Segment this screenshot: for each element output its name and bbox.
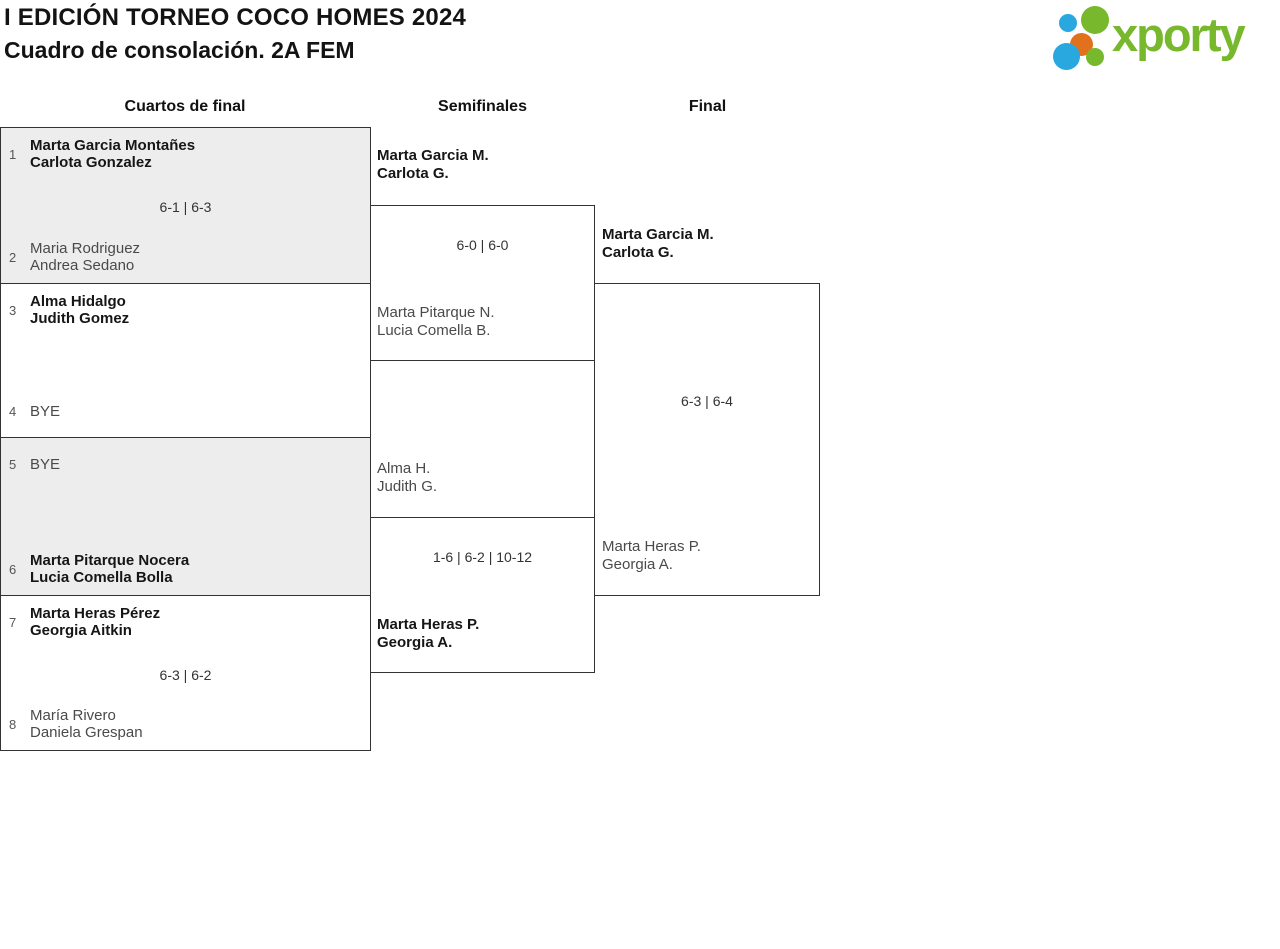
team-line: BYE: [30, 402, 61, 420]
participant-slot: 5 BYE: [9, 446, 362, 482]
match-quarterfinal-4[interactable]: 7 Marta Heras Pérez Georgia Aitkin 6-3 |…: [0, 595, 371, 751]
seed-number: 5: [9, 456, 17, 472]
pair-names: María Rivero Daniela Grespan: [30, 707, 143, 741]
round-header-semifinals: Semifinales: [438, 98, 527, 115]
round-header-quarterfinals: Cuartos de final: [124, 98, 246, 115]
semifinal-2-top-pair: Alma H. Judith G.: [377, 460, 437, 496]
team-line: Marta Heras Pérez: [30, 605, 161, 622]
pair-names: Marta Pitarque Nocera Lucia Comella Boll…: [30, 552, 189, 586]
pair-names: Marta Garcia Montañes Carlota Gonzalez: [30, 137, 195, 171]
team-line: María Rivero: [30, 707, 116, 724]
match-score: 6-3 | 6-2: [159, 667, 212, 683]
logo-dot-blue-small-icon: [1059, 14, 1077, 32]
seed-number: 3: [9, 302, 17, 318]
team-line: Marta Pitarque Nocera: [30, 552, 190, 569]
page-subtitle: Cuadro de consolación. 2A FEM: [4, 37, 355, 63]
team-line: Marta Heras P.: [602, 538, 701, 555]
participant-slot: 6 Marta Pitarque Nocera Lucia Comella Bo…: [9, 551, 362, 587]
match-quarterfinal-3[interactable]: 5 BYE 6 Marta Pitarque Nocera Lucia Come…: [0, 437, 371, 596]
seed-number: 6: [9, 561, 17, 577]
seed-number: 4: [9, 403, 17, 419]
team-line: Alma Hidalgo: [30, 293, 126, 310]
seed-number: 2: [9, 249, 17, 265]
participant-slot: 4 BYE: [9, 393, 362, 429]
team-line: Lucia Comella Bolla: [30, 569, 173, 586]
team-line: Georgia A.: [602, 556, 673, 573]
participant-slot: 7 Marta Heras Pérez Georgia Aitkin: [9, 604, 362, 640]
team-line: Carlota G.: [602, 244, 674, 261]
match-score: 6-3 | 6-4: [681, 393, 733, 409]
team-line: Carlota G.: [377, 165, 449, 182]
team-line: Georgia Aitkin: [30, 622, 132, 639]
pair-names: BYE: [30, 403, 60, 420]
logo-dot-green-large-icon: [1081, 6, 1109, 34]
team-line: Marta Garcia M.: [377, 147, 489, 164]
team-line: Marta Pitarque N.: [377, 304, 495, 321]
team-line: Carlota Gonzalez: [30, 154, 152, 171]
logo-dot-green-small-icon: [1086, 48, 1104, 66]
participant-slot: 8 María Rivero Daniela Grespan: [9, 706, 362, 742]
seed-number: 7: [9, 614, 17, 630]
match-score: 6-1 | 6-3: [159, 199, 212, 215]
match-score: 1-6 | 6-2 | 10-12: [432, 549, 533, 565]
team-line: Alma H.: [377, 460, 431, 477]
team-line: Judith G.: [377, 478, 438, 495]
match-quarterfinal-1[interactable]: 1 Marta Garcia Montañes Carlota Gonzalez…: [0, 127, 371, 284]
team-line: Andrea Sedano: [30, 257, 135, 274]
team-line: Marta Heras P.: [377, 616, 480, 633]
final-bottom-pair: Marta Heras P. Georgia A.: [602, 538, 701, 574]
logo-dot-blue-large-icon: [1053, 43, 1080, 70]
team-line: Marta Garcia M.: [602, 226, 714, 243]
participant-slot: 1 Marta Garcia Montañes Carlota Gonzalez: [9, 136, 362, 172]
team-line: Marta Garcia Montañes: [30, 137, 196, 154]
seed-number: 1: [9, 146, 17, 162]
page-title: I EDICIÓN TORNEO COCO HOMES 2024: [4, 4, 467, 31]
pair-names: Maria Rodriguez Andrea Sedano: [30, 240, 140, 274]
team-line: Georgia A.: [377, 634, 453, 651]
match-score: 6-0 | 6-0: [456, 237, 509, 253]
team-line: BYE: [30, 455, 61, 473]
seed-number: 8: [9, 716, 17, 732]
match-final[interactable]: [594, 283, 820, 596]
xporty-logo: xporty: [1046, 5, 1280, 77]
team-line: Maria Rodriguez: [30, 240, 141, 257]
team-line: Daniela Grespan: [30, 724, 143, 741]
pair-names: Marta Heras Pérez Georgia Aitkin: [30, 605, 160, 639]
pair-names: Alma Hidalgo Judith Gomez: [30, 293, 129, 327]
team-line: Judith Gomez: [30, 310, 130, 327]
logo-wordmark: xporty: [1112, 8, 1246, 61]
match-quarterfinal-2[interactable]: 3 Alma Hidalgo Judith Gomez 4 BYE: [0, 283, 371, 438]
semifinal-2-bottom-pair: Marta Heras P. Georgia A.: [377, 616, 479, 652]
semifinal-1-top-pair: Marta Garcia M. Carlota G.: [377, 147, 489, 183]
final-top-pair: Marta Garcia M. Carlota G.: [602, 226, 714, 262]
participant-slot: 3 Alma Hidalgo Judith Gomez: [9, 292, 362, 328]
pair-names: BYE: [30, 456, 60, 473]
participant-slot: 2 Maria Rodriguez Andrea Sedano: [9, 239, 362, 275]
semifinal-1-bottom-pair: Marta Pitarque N. Lucia Comella B.: [377, 304, 495, 340]
round-header-final: Final: [688, 98, 727, 115]
team-line: Lucia Comella B.: [377, 322, 491, 339]
